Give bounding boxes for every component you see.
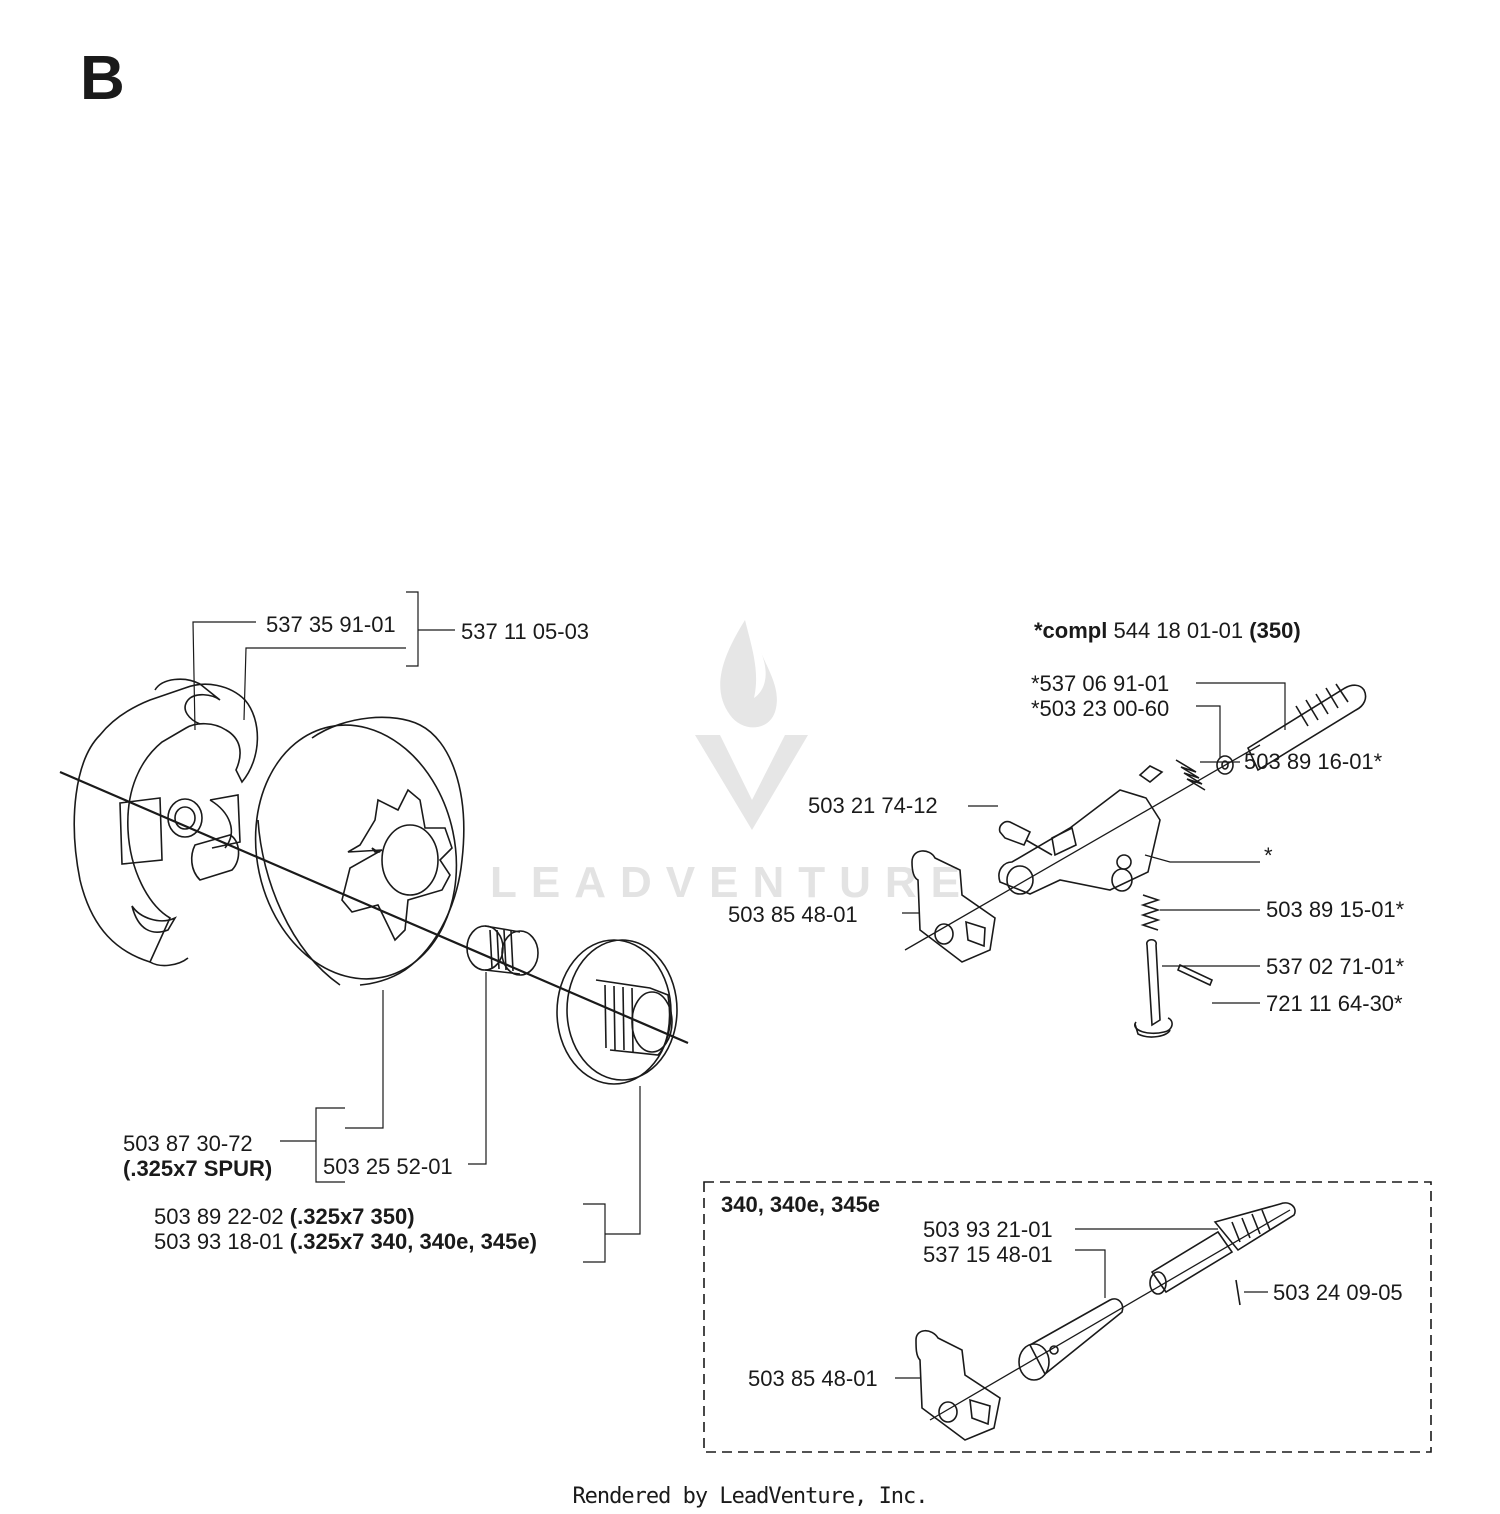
label-503-23-00-60: *503 23 00-60 (1031, 696, 1170, 721)
label-537-02-71-01: 537 02 71-01* (1266, 954, 1405, 979)
oil-pump-assembly (904, 683, 1367, 1038)
label-537-06-91-01: *537 06 91-01 (1031, 671, 1170, 696)
label-325x7-spur: (.325x7 SPUR) (123, 1156, 273, 1181)
label-721-11-64-30: 721 11 64-30* (1266, 991, 1403, 1016)
label-503-89-15-01: 503 89 15-01* (1266, 897, 1405, 922)
label-503-89-16-01: 503 89 16-01* (1244, 749, 1383, 774)
leader-lines-right (902, 682, 1286, 1004)
label-537-11-05-03: 537 11 05-03 (461, 619, 590, 644)
label-503-87-30-72: 503 87 30-72 (123, 1131, 253, 1156)
label-503-24-09-05: 503 24 09-05 (1273, 1280, 1403, 1305)
clutch-shaft-line (59, 770, 689, 1045)
label-compl-544-18-01-01: *compl 544 18 01-01 (350) (1034, 618, 1301, 644)
inset-title: 340, 340e, 345e (721, 1192, 881, 1217)
section-letter: B (80, 44, 125, 113)
label-503-89-22-02-number: 503 89 22-02 (154, 1204, 284, 1229)
watermark-logo (695, 620, 808, 830)
label-503-93-18-01: 503 93 18-01 (.325x7 340, 340e, 345e) (154, 1229, 537, 1255)
inset-frame (703, 1181, 1432, 1453)
label-503-85-48-01: 503 85 48-01 (728, 902, 858, 927)
label-503-89-22-02-models: (.325x7 350) (289, 1204, 415, 1229)
inset-assembly (915, 1202, 1296, 1441)
label-537-35-91-01: 537 35 91-01 (266, 612, 396, 637)
footer-credit: Rendered by LeadVenture, Inc. (572, 1484, 928, 1509)
watermark-text: LEADVENTURE (490, 858, 975, 907)
label-503-93-18-01-models: (.325x7 340, 340e, 345e) (289, 1229, 537, 1254)
label-asterisk: * (1264, 843, 1273, 868)
label-503-89-22-02: 503 89 22-02 (.325x7 350) (154, 1204, 415, 1230)
label-503-93-18-01-number: 503 93 18-01 (154, 1229, 284, 1254)
rim-sprocket (556, 939, 678, 1085)
label-537-15-48-01: 537 15 48-01 (923, 1242, 1053, 1267)
needle-bearing (466, 925, 539, 976)
label-503-93-21-01: 503 93 21-01 (923, 1217, 1053, 1242)
clutch-drum (254, 716, 465, 986)
label-503-25-52-01: 503 25 52-01 (323, 1154, 453, 1179)
label-compl-prefix: *compl (1034, 618, 1108, 643)
clutch-shoe-assembly (73, 678, 259, 967)
label-503-21-74-12: 503 21 74-12 (808, 793, 938, 818)
label-inset-503-85-48-01: 503 85 48-01 (748, 1366, 878, 1391)
label-compl-number: 544 18 01-01 (1113, 618, 1244, 643)
leader-lines-left (192, 591, 641, 1263)
label-compl-model: (350) (1249, 618, 1301, 643)
leader-lines-inset (895, 1228, 1268, 1379)
